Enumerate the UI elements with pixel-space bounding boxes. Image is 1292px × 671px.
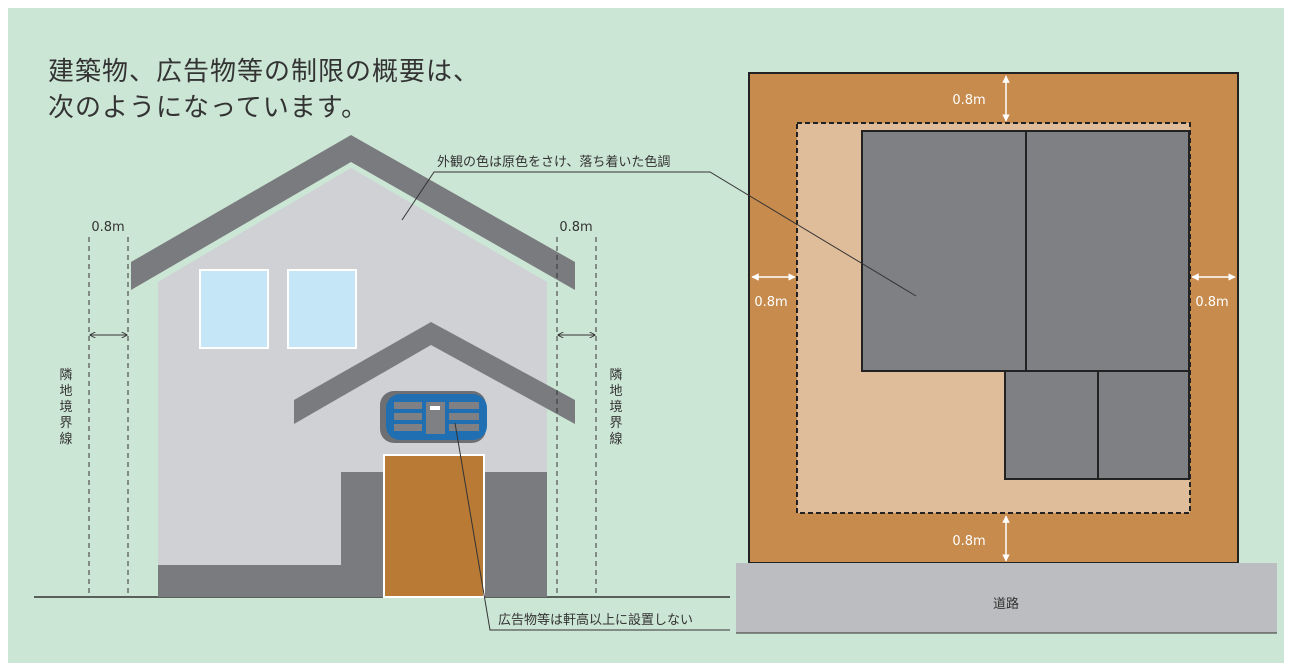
callout-signage: 広告物等は軒高以上に設置しない — [454, 422, 730, 631]
window-left — [199, 269, 269, 349]
boundary-label-right-char: 境 — [609, 400, 622, 415]
plan-label-left: 0.8m — [754, 295, 787, 310]
main-roof — [131, 135, 575, 290]
exterior-color-note: 外観の色は原色をさけ、落ち着いた色調 — [437, 154, 670, 170]
house-elevation: 0.8m 0.8m 隣 地 境 界 線 隣 地 境 界 線 — [34, 135, 730, 598]
setback-label-left: 0.8m — [91, 220, 124, 235]
building-footprint-main-right — [1025, 130, 1190, 372]
site-plan: 0.8m 0.8m 0.8m 0.8m 道路 — [736, 72, 1277, 634]
boundary-label-right: 隣 地 境 界 線 — [609, 367, 622, 447]
boundary-label-right-char: 界 — [609, 416, 622, 431]
boundary-label-left: 隣 地 境 界 線 — [59, 367, 72, 447]
setback-label-right: 0.8m — [559, 220, 592, 235]
boundary-label-left-char: 境 — [59, 400, 72, 415]
boundary-label-left-char: 界 — [59, 416, 72, 431]
boundary-label-left-char: 地 — [59, 384, 72, 399]
boundary-label-right-char: 隣 — [609, 367, 622, 383]
building-footprint-annex-right — [1097, 370, 1190, 480]
boundary-label-left-char: 隣 — [59, 367, 72, 383]
road-label: 道路 — [993, 596, 1019, 612]
window-right — [287, 269, 357, 349]
building-footprint-main-left — [861, 130, 1027, 372]
title-line-1: 建築物、広告物等の制限の概要は、 — [48, 57, 481, 87]
page-title: 建築物、広告物等の制限の概要は、 次のようになっています。 — [48, 54, 480, 126]
porch-roof — [294, 322, 575, 424]
exterior-color-leader — [401, 171, 917, 297]
callout-exterior-color: 外観の色は原色をさけ、落ち着いた色調 — [401, 154, 917, 297]
plan-label-bottom: 0.8m — [952, 534, 985, 549]
signage-note: 広告物等は軒高以上に設置しない — [498, 612, 693, 628]
road — [736, 563, 1277, 633]
boundary-label-right-char: 線 — [609, 431, 622, 447]
signage-leader — [454, 422, 730, 631]
building-footprint-annex-left — [1004, 370, 1099, 480]
signage — [380, 391, 487, 443]
boundary-label-left-char: 線 — [59, 431, 72, 447]
title-line-2: 次のようになっています。 — [48, 93, 369, 123]
plan-label-right: 0.8m — [1195, 295, 1228, 310]
boundary-label-right-char: 地 — [609, 384, 622, 399]
plan-label-top: 0.8m — [952, 93, 985, 108]
front-door — [383, 454, 485, 598]
